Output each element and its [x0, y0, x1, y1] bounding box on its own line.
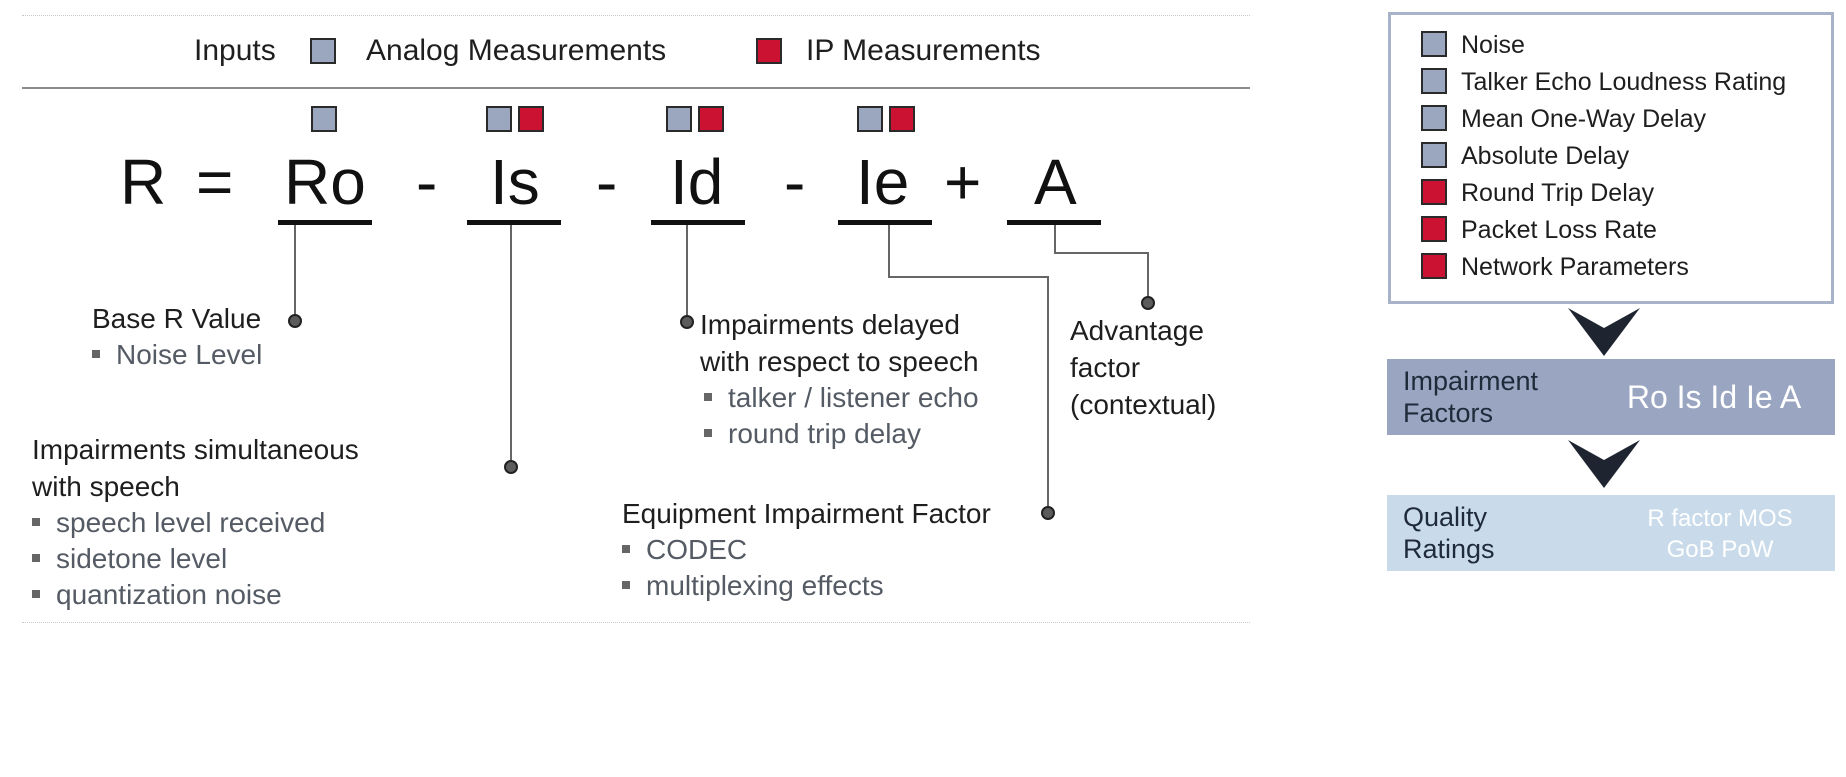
id-input-marker-ip — [698, 106, 724, 132]
is-input-marker-analog — [486, 106, 512, 132]
base-r-heading: Base R Value — [92, 303, 262, 334]
base-r-annotation: Base R Value Noise Level — [92, 300, 262, 373]
legend-item-packet-loss: Packet Loss Rate — [1421, 216, 1657, 245]
analog-swatch — [310, 38, 336, 64]
is-connector — [510, 225, 512, 467]
legend-item-round-trip: Round Trip Delay — [1421, 179, 1654, 208]
ro-connector — [294, 225, 296, 321]
list-item: quantization noise — [32, 577, 359, 613]
simultaneous-heading-line2: with speech — [32, 471, 180, 502]
term-a: A — [1034, 146, 1077, 218]
id-connector — [686, 225, 688, 317]
advantage-line2: factor — [1070, 352, 1141, 383]
list-item: Noise Level — [92, 337, 262, 373]
id-underline — [651, 220, 745, 225]
legend-item-mean-delay: Mean One-Way Delay — [1421, 105, 1706, 134]
minus-sign-2: - — [596, 146, 618, 218]
id-connector-dot — [680, 315, 694, 329]
list-item: CODEC — [622, 532, 991, 568]
term-is: Is — [490, 146, 540, 218]
a-connector-down-2 — [1147, 252, 1149, 300]
equals-sign: = — [196, 146, 234, 218]
inputs-label: Inputs — [194, 34, 276, 67]
advantage-line3: (contextual) — [1070, 389, 1217, 420]
ie-connector-dot — [1041, 506, 1055, 520]
ie-connector-across — [888, 276, 1048, 278]
ie-input-marker-analog — [857, 106, 883, 132]
legend-item-absolute-delay: Absolute Delay — [1421, 142, 1629, 171]
red-swatch — [1421, 179, 1447, 206]
ro-connector-dot — [288, 314, 302, 328]
impairment-value: Ro Is Id Ie A — [1626, 379, 1802, 415]
equipment-heading: Equipment Impairment Factor — [622, 498, 991, 529]
a-connector-across — [1054, 252, 1148, 254]
term-id: Id — [670, 146, 724, 218]
quality-ratings-band: Quality Ratings R factor MOS GoB PoW — [1387, 495, 1835, 571]
analog-label: Analog Measurements — [366, 34, 667, 67]
term-r: R — [120, 146, 167, 218]
is-underline — [467, 220, 561, 225]
list-item: multiplexing effects — [622, 568, 991, 604]
ie-connector-down — [888, 225, 890, 277]
red-swatch — [1421, 216, 1447, 243]
minus-sign-3: - — [784, 146, 806, 218]
ie-underline — [838, 220, 932, 225]
impairment-factors-band: Impairment Factors Ro Is Id Ie A — [1387, 359, 1835, 435]
ip-label: IP Measurements — [806, 34, 1041, 67]
gray-swatch — [1421, 105, 1447, 132]
advantage-line1: Advantage — [1070, 315, 1204, 346]
red-swatch — [1421, 253, 1447, 280]
term-ro: Ro — [284, 146, 366, 218]
id-input-marker-analog — [666, 106, 692, 132]
simultaneous-heading-line1: Impairments simultaneous — [32, 434, 359, 465]
gray-swatch — [1421, 31, 1447, 58]
list-item: round trip delay — [704, 416, 979, 452]
a-connector-down — [1054, 225, 1056, 253]
advantage-annotation: Advantage factor (contextual) — [1070, 312, 1216, 423]
ie-input-marker-ip — [889, 106, 915, 132]
simultaneous-annotation: Impairments simultaneous with speech spe… — [32, 431, 359, 613]
gray-swatch — [1421, 68, 1447, 95]
list-item: speech level received — [32, 505, 359, 541]
term-ie: Ie — [856, 146, 910, 218]
delayed-heading-line1: Impairments delayed — [700, 309, 960, 340]
top-dotted-rule — [22, 15, 1250, 16]
legend-item-talker-echo: Talker Echo Loudness Rating — [1421, 68, 1786, 97]
chevron-down-icon — [1568, 440, 1640, 488]
ro-underline — [278, 220, 372, 225]
plus-sign: + — [944, 146, 982, 218]
input-legend-box: Noise Talker Echo Loudness Rating Mean O… — [1388, 12, 1834, 304]
quality-label: Quality Ratings — [1403, 502, 1495, 564]
legend-item-network: Network Parameters — [1421, 253, 1689, 282]
list-item: sidetone level — [32, 541, 359, 577]
list-item: talker / listener echo — [704, 380, 979, 416]
header-divider — [22, 87, 1250, 89]
bottom-dotted-rule — [22, 622, 1250, 623]
delayed-heading-line2: with respect to speech — [700, 346, 979, 377]
ro-input-marker — [311, 106, 337, 132]
delayed-annotation: Impairments delayed with respect to spee… — [700, 306, 979, 452]
ie-connector-down-2 — [1047, 276, 1049, 513]
impairment-label: Impairment Factors — [1403, 366, 1539, 428]
equipment-annotation: Equipment Impairment Factor CODEC multip… — [622, 495, 991, 604]
quality-value: R factor MOS GoB PoW — [1647, 505, 1793, 563]
chevron-down-icon — [1568, 308, 1640, 356]
minus-sign-1: - — [416, 146, 438, 218]
is-connector-dot — [504, 460, 518, 474]
is-input-marker-ip — [518, 106, 544, 132]
a-underline — [1007, 220, 1101, 225]
legend-item-noise: Noise — [1421, 31, 1525, 60]
ip-swatch — [756, 38, 782, 64]
a-connector-dot — [1141, 296, 1155, 310]
gray-swatch — [1421, 142, 1447, 169]
